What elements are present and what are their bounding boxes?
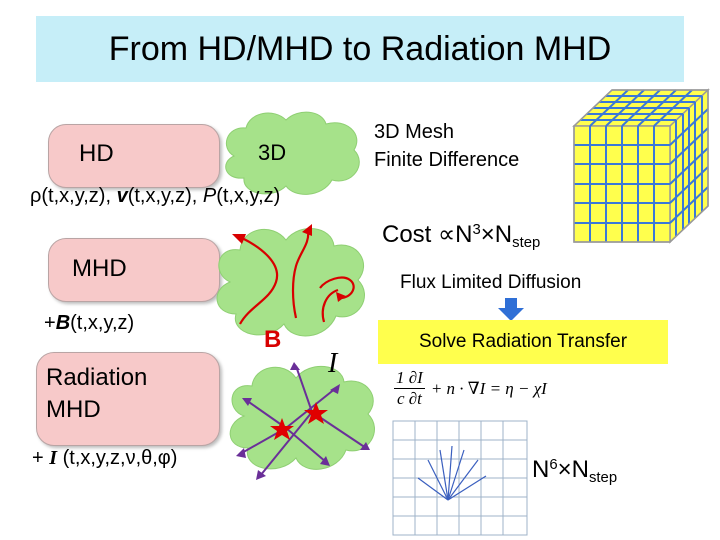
cost2-times: ×N bbox=[557, 456, 589, 483]
radiation-intensity: + I (t,x,y,z,ν,θ,φ) bbox=[32, 447, 177, 470]
cost2-label: N6×Nstep bbox=[532, 456, 617, 486]
cube-mesh-icon bbox=[572, 88, 710, 244]
mhd-cloud bbox=[216, 224, 365, 337]
mesh-label-line2: Finite Difference bbox=[374, 149, 520, 171]
solve-label: Solve Radiation Transfer bbox=[418, 331, 628, 352]
velocity-symbol: v bbox=[116, 185, 128, 207]
transfer-equation: 1 ∂I c ∂t + n · ∇I = η − χI bbox=[394, 368, 547, 409]
title-banner: From HD/MHD to Radiation MHD bbox=[36, 16, 684, 82]
intensity-prefix: + bbox=[32, 447, 50, 469]
solve-radiation-transfer-box: Solve Radiation Transfer bbox=[378, 320, 668, 364]
field-symbol: B bbox=[55, 312, 71, 334]
intensity-symbol: I bbox=[49, 447, 58, 469]
cost-subscript: step bbox=[512, 235, 541, 252]
cost-power: 3 bbox=[472, 221, 481, 238]
ray-grid-icon bbox=[392, 420, 528, 536]
cost-times: ×N bbox=[480, 221, 513, 248]
equation-numerator: 1 ∂I bbox=[394, 368, 425, 389]
page-title: From HD/MHD to Radiation MHD bbox=[108, 29, 612, 68]
equation-denominator: c ∂t bbox=[396, 389, 422, 408]
mhd-cloud-label: B bbox=[264, 326, 282, 353]
mhd-pill bbox=[48, 238, 220, 302]
pressure-symbol: P bbox=[202, 185, 217, 207]
radiation-mhd-label-line2: MHD bbox=[46, 396, 101, 423]
cost2-power: 6 bbox=[549, 456, 558, 473]
radiation-mhd-label-line1: Radiation bbox=[46, 364, 148, 391]
radiation-cloud bbox=[229, 362, 375, 480]
radiation-mhd-pill bbox=[36, 352, 220, 446]
hd-pill bbox=[48, 124, 220, 188]
field-prefix: + bbox=[44, 312, 56, 334]
variables-suffix: (t,x,y,z) bbox=[216, 185, 281, 207]
hd-variables: ρ(t,x,y,z), v(t,x,y,z), P(t,x,y,z) bbox=[30, 185, 280, 208]
cost-label: Cost ∝N3×Nstep bbox=[382, 220, 540, 251]
cost2-prefix: N bbox=[532, 456, 550, 483]
mhd-field: +B(t,x,y,z) bbox=[44, 312, 134, 335]
variables-mid: (t,x,y,z), bbox=[127, 185, 203, 207]
variables-prefix: ρ(t,x,y,z), bbox=[30, 185, 117, 207]
flux-limited-diffusion-label: Flux Limited Diffusion bbox=[400, 272, 582, 293]
hd-label: HD bbox=[79, 140, 114, 167]
equation-rest: + n · ∇I = η − χI bbox=[430, 378, 547, 398]
intensity-suffix: (t,x,y,z,ν,θ,φ) bbox=[57, 447, 178, 469]
mhd-label: MHD bbox=[72, 255, 127, 282]
cost-prefix: Cost ∝N bbox=[382, 221, 473, 248]
mesh-label-line1: 3D Mesh bbox=[374, 121, 455, 143]
cost2-subscript: step bbox=[588, 470, 618, 487]
hd-cloud bbox=[225, 111, 360, 195]
field-suffix: (t,x,y,z) bbox=[70, 312, 135, 334]
radiation-cloud-label: I bbox=[328, 348, 338, 379]
down-arrow-icon bbox=[498, 298, 524, 321]
hd-cloud-label: 3D bbox=[258, 140, 287, 165]
